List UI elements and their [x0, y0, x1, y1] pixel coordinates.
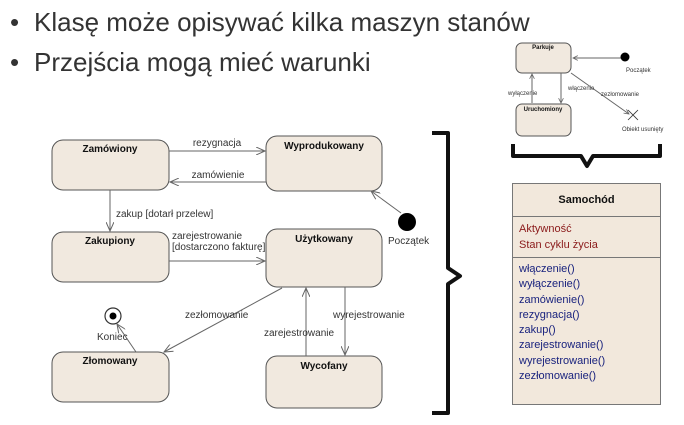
initial-state-icon [398, 213, 416, 231]
state-label: Zamówiony [82, 144, 137, 155]
class-operation: zamówienie() [519, 293, 585, 306]
transition-label: rezygnacja [193, 138, 242, 149]
mini-state-label: Parkuje [532, 45, 554, 51]
state-wyprodukowany: Wyprodukowany [265, 135, 383, 192]
bullet-dot: • [10, 7, 20, 37]
mini-diagram: Parkuje Uruchomiony włączenie wyłączenie… [507, 42, 663, 137]
transition-start [371, 191, 402, 214]
mini-initial-icon [620, 52, 630, 62]
state-label: Wycofany [300, 361, 347, 372]
final-state-dot [109, 312, 117, 320]
mini-state-label: Uruchomiony [524, 107, 563, 113]
class-operation: włączenie() [519, 263, 575, 275]
bullet-item: • Przejścia mogą mieć warunki [10, 42, 530, 82]
class-operation: rezygnacja() [519, 308, 580, 321]
class-name: Samochód [513, 184, 660, 217]
transition-label: zakup [dotarł przelew] [116, 209, 213, 220]
bullet-text: Klasę może opisywać kilka maszyn stanów [34, 7, 530, 37]
class-attribute: Aktywność [519, 223, 572, 235]
mini-transition-label: włączenie [567, 86, 595, 92]
bullet-list: • Klasę może opisywać kilka maszyn stanów… [10, 2, 530, 82]
transition-label: [dostarczono fakturę] [172, 242, 266, 253]
pseudo-label: Koniec [97, 332, 128, 343]
mini-transition [570, 72, 629, 114]
curly-bracket [432, 131, 462, 415]
class-operation: wyłączenie() [519, 278, 581, 291]
state-label: Użytkowany [295, 234, 353, 245]
state-zlomowany: Złomowany [51, 351, 170, 403]
bullet-text: Przejścia mogą mieć warunki [34, 47, 371, 77]
state-uzytkowany: Użytkowany [265, 228, 383, 288]
pseudo-label: Początek [388, 236, 430, 247]
class-operation: zarejestrowanie() [519, 339, 604, 352]
transition-label: zarejestrowanie [172, 231, 242, 242]
class-operations: włączenie() wyłączenie() zamówienie() re… [513, 258, 660, 388]
horizontal-bracket [511, 144, 662, 168]
state-zakupiony: Zakupiony [51, 231, 170, 283]
class-attributes: Aktywność Stan cyklu życia [513, 217, 660, 258]
transition-label: zezłomowanie [185, 310, 249, 321]
state-label: Zakupiony [85, 236, 135, 247]
mini-final-icon [627, 109, 639, 121]
mini-pseudo-label: Początek [626, 68, 652, 74]
class-operation: zezłomowanie() [519, 370, 597, 383]
transition-zezlomowanie [164, 287, 283, 352]
transition-label: zamówienie [192, 170, 245, 181]
state-zamowiony: Zamówiony [51, 139, 170, 191]
mini-transition-label: wyłączenie [507, 91, 538, 97]
state-label: Złomowany [82, 356, 137, 367]
mini-pseudo-label: Obiekt usunięty [622, 127, 663, 133]
state-label: Wyprodukowany [284, 141, 364, 152]
bullet-dot: • [10, 47, 20, 77]
transition-end [117, 324, 137, 353]
class-operation: zakup() [519, 324, 556, 337]
mini-transition-label: zezłomowanie [601, 92, 640, 98]
uml-class-box: Samochód Aktywność Stan cyklu życia włąc… [512, 183, 661, 405]
class-operation: wyrejestrowanie() [519, 354, 606, 367]
bullet-item: • Klasę może opisywać kilka maszyn stanów [10, 2, 530, 42]
transition-label: zarejestrowanie [264, 328, 334, 339]
state-wycofany: Wycofany [265, 355, 383, 409]
transition-label: wyrejestrowanie [332, 310, 405, 321]
class-attribute: Stan cyklu życia [519, 239, 598, 251]
